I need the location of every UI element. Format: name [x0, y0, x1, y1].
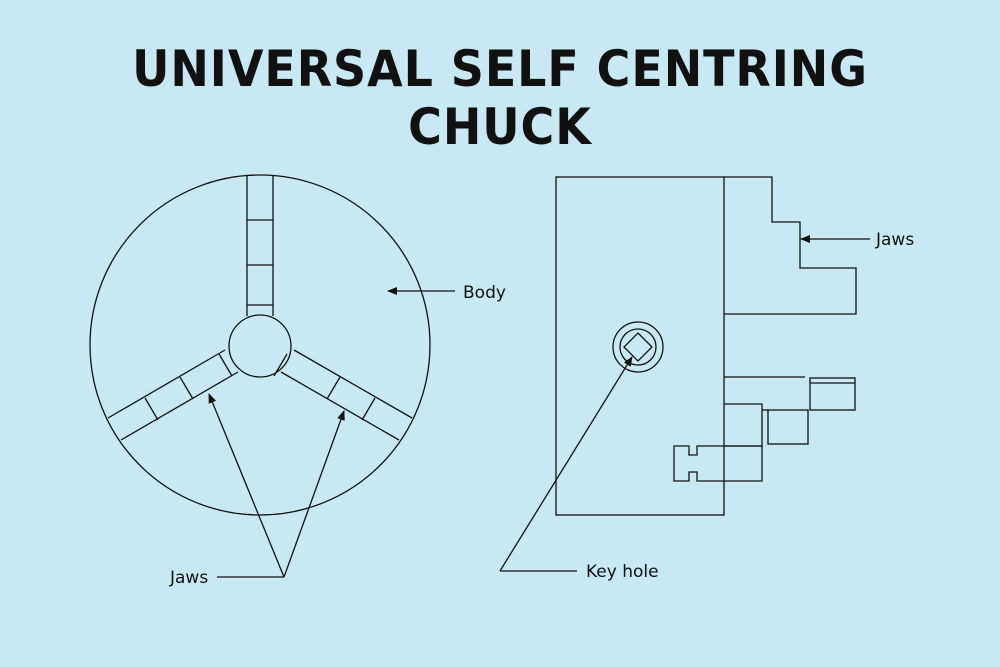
jaws-side-label: Jaws: [875, 230, 914, 250]
side-body: [555, 176, 725, 516]
side-view: Jaws Key hole: [499, 176, 914, 582]
jaws-front-arrow-right: [283, 410, 345, 578]
front-view: Body Jaws: [89, 174, 506, 588]
jaw-top: [246, 176, 274, 316]
jaws-front-label: Jaws: [169, 568, 208, 588]
key-hole-icon: [612, 321, 664, 373]
jaws-front-arrow-left: [208, 393, 285, 578]
key-hole-label: Key hole: [586, 562, 659, 582]
side-jaw-upper: [724, 176, 857, 315]
jaw-lower-left: [107, 349, 239, 441]
jaw-lower-right: [273, 349, 413, 441]
key-hole-arrow: [499, 356, 633, 572]
page-title: UNIVERSAL SELF CENTRING CHUCK: [132, 40, 868, 156]
body-label: Body: [463, 283, 506, 303]
chuck-body-circle: [89, 174, 431, 516]
side-jaw-lower: [673, 376, 856, 482]
center-hub: [228, 314, 292, 378]
